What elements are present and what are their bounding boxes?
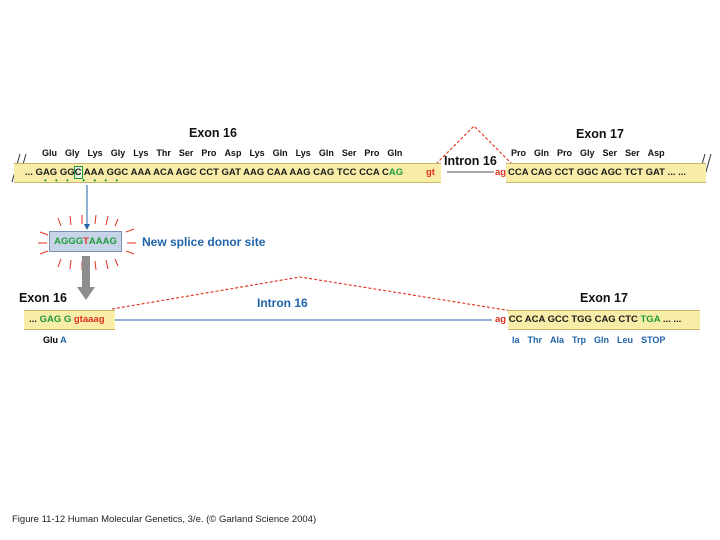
boxed-mutated-base: C xyxy=(73,166,83,179)
starburst-rays xyxy=(38,214,136,271)
lower-aa-glu: Glu xyxy=(43,335,61,345)
gray-arrow-head xyxy=(77,287,95,300)
lower-aa-a: A xyxy=(60,335,67,345)
upper-aa-left-9: Lys xyxy=(249,148,265,158)
upper-aa-left-14: Pro xyxy=(364,148,380,158)
lower-exon17-sequence: ag CC ACA GCC TGG CAG CTC TGA ... ... xyxy=(495,314,681,325)
upper-aa-right-5: Ser xyxy=(625,148,640,158)
splice-seq-part1: AGGG xyxy=(54,236,84,247)
upper-exon16-title: Exon 16 xyxy=(189,126,237,140)
upper-exon17-sequence: CCA CAG CCT GGC AGC TCT GAT ... ... xyxy=(508,167,687,178)
lower-intron-splice-lines xyxy=(111,276,513,312)
lower-intron-label: Intron 16 xyxy=(257,296,308,310)
lower-right-main: CC ACA GCC TGG CAG CTC xyxy=(506,314,641,325)
upper-exon17-bar xyxy=(506,163,706,183)
upper-amino-acid-row-right: Pro Gln Pro Gly Ser Ser Asp xyxy=(511,148,673,158)
upper-intron-end-ag: ag xyxy=(495,167,507,178)
upper-aa-right-3: Gly xyxy=(580,148,595,158)
upper-aa-left-13: Ser xyxy=(341,148,357,158)
upper-aa-right-4: Ser xyxy=(602,148,618,158)
upper-exon16-bar xyxy=(14,163,441,183)
upper-amino-acid-row-left: Glu Gly Lys Gly Lys Thr Ser Pro Asp Lys Gln Lys Gln S… xyxy=(42,148,410,158)
upper-aa-left-1: Gly xyxy=(65,148,80,158)
upper-aa-left-10: Gln xyxy=(272,148,288,158)
lower-left-prefix: ... xyxy=(29,314,40,325)
lower-left-green: GAG G xyxy=(39,314,72,325)
upper-aa-left-12: Gln xyxy=(318,148,334,158)
lower-exon17-bar xyxy=(508,310,700,330)
lower-right-intron-end: ag xyxy=(495,314,507,325)
upper-intron-splice-lines xyxy=(435,125,513,165)
new-splice-donor-label: New splice donor site xyxy=(142,235,266,249)
upper-aa-left-2: Lys xyxy=(87,148,103,158)
lower-exon16-sequence: ... GAG G gtaaag xyxy=(29,314,105,325)
upper-aa-right-0: Pro xyxy=(511,148,527,158)
lower-aa-right-3: Trp xyxy=(572,335,587,345)
upper-aa-right-1: Gln xyxy=(534,148,550,158)
upper-aa-left-6: Ser xyxy=(178,148,194,158)
left-seq-main: AAA GGC AAA ACA AGC CCT GAT AAG CAA AAG … xyxy=(81,167,389,178)
upper-intron-start-gt: gt xyxy=(426,167,435,178)
upper-exon17-title: Exon 17 xyxy=(576,127,624,141)
blue-arrow-head xyxy=(84,224,90,230)
upper-aa-left-0: Glu xyxy=(42,148,57,158)
upper-aa-left-8: Asp xyxy=(224,148,242,158)
lower-right-stop-codon: TGA xyxy=(640,314,661,325)
upper-aa-right-6: Asp xyxy=(647,148,665,158)
green-dot-marks: • • • • • • • xyxy=(44,176,122,185)
lower-aa-right-6: STOP xyxy=(641,335,666,345)
lower-left-intron-start: gtaaag xyxy=(71,314,105,325)
upper-intron-label: Intron 16 xyxy=(444,154,497,168)
upper-aa-right-2: Pro xyxy=(557,148,573,158)
lower-amino-acid-row-right: la Thr Ala Trp Gln Leu STOP xyxy=(512,335,673,345)
splice-seq-mutant-base: T xyxy=(83,236,89,247)
lower-aa-right-2: Ala xyxy=(550,335,565,345)
upper-aa-left-15: Gln xyxy=(387,148,403,158)
lower-right-end: ... ... xyxy=(660,314,682,325)
upper-aa-left-7: Pro xyxy=(201,148,217,158)
upper-aa-left-11: Lys xyxy=(295,148,311,158)
lower-exon16-bar xyxy=(24,310,115,330)
upper-aa-left-4: Lys xyxy=(133,148,149,158)
lower-aa-right-5: Leu xyxy=(617,335,634,345)
lower-aa-right-0: la xyxy=(512,335,520,345)
lower-exon17-title: Exon 17 xyxy=(580,291,628,305)
gray-arrow-shaft xyxy=(82,256,90,288)
lower-aa-right-1: Thr xyxy=(527,335,543,345)
figure-caption: Figure 11-12 Human Molecular Genetics, 3… xyxy=(12,514,317,525)
left-seq-prefix: ... GAG GG xyxy=(25,167,75,178)
splice-seq-part2: AAAG xyxy=(88,236,117,247)
lower-exon16-title: Exon 16 xyxy=(19,291,67,305)
lower-amino-acid-left: Glu A xyxy=(43,335,67,345)
upper-exon16-sequence: ... GAG GGC AAA GGC AAA ACA AGC CCT GAT … xyxy=(25,166,404,179)
left-seq-green-end: AG xyxy=(388,167,404,178)
upper-aa-left-5: Thr xyxy=(156,148,171,158)
upper-aa-left-3: Gly xyxy=(110,148,126,158)
lower-aa-right-4: Gln xyxy=(594,335,610,345)
